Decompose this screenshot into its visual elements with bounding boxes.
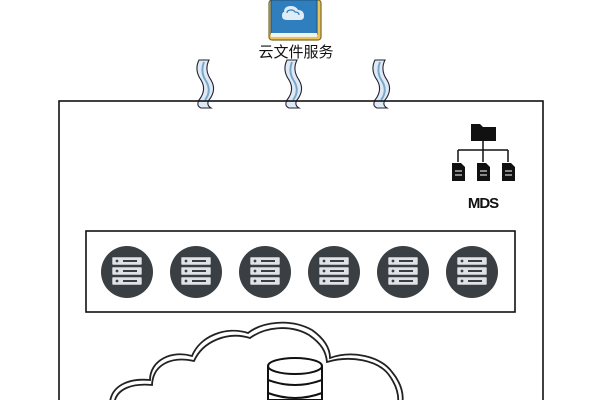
storage-cloud-outline [109,321,404,400]
server-icon [101,246,153,298]
system-boundary-box [58,100,544,400]
server-icon [308,246,360,298]
server-icon [239,246,291,298]
server-icon [446,246,498,298]
connector-link-1 [196,59,215,109]
connector-link-3 [372,59,391,109]
connector-link-2 [284,59,303,109]
server-icon [170,246,222,298]
cloud-file-service-icon [268,0,322,41]
cloud-file-service-label: 云文件服务 [258,43,334,61]
server-rack-box [85,230,516,313]
server-icon [377,246,429,298]
database-icon [267,357,323,400]
mds-label: MDS [467,195,499,212]
folder-hierarchy-icon [452,124,515,181]
